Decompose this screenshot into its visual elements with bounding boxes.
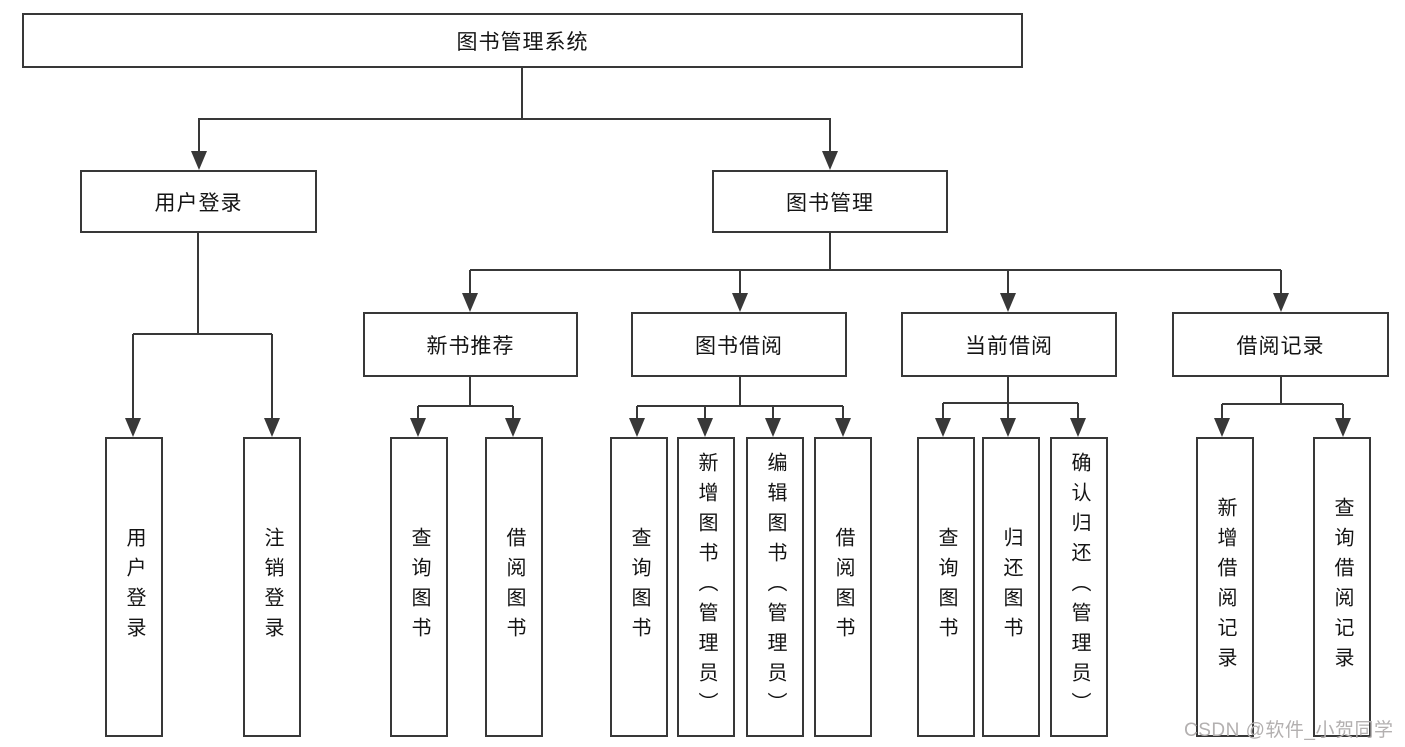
arrowheads	[125, 151, 1351, 437]
node-leaf-edit-book-admin: 编辑图书（管理员）	[746, 437, 804, 737]
node-borrowing-records: 借阅记录	[1172, 312, 1389, 377]
node-leaf-user-login-label: 用户登录	[123, 527, 145, 647]
node-leaf-confirm-return-admin: 确认归还（管理员）	[1050, 437, 1108, 737]
node-leaf-borrow-book-recommend: 借阅图书	[485, 437, 543, 737]
node-new-book-recommend: 新书推荐	[363, 312, 578, 377]
node-leaf-borrow-book-borrowing: 借阅图书	[814, 437, 872, 737]
node-leaf-return-book: 归还图书	[982, 437, 1040, 737]
node-leaf-add-book-admin: 新增图书（管理员）	[677, 437, 735, 737]
node-borrowing-records-label: 借阅记录	[1236, 334, 1325, 358]
node-leaf-return-book-label: 归还图书	[1000, 527, 1022, 647]
node-leaf-borrow-book-borrowing-label: 借阅图书	[832, 527, 854, 647]
node-leaf-logout: 注销登录	[243, 437, 301, 737]
node-leaf-user-login: 用户登录	[105, 437, 163, 737]
node-user-login-label: 用户登录	[154, 191, 243, 215]
node-book-management: 图书管理	[712, 170, 948, 233]
node-leaf-query-book-borrowing: 查询图书	[610, 437, 668, 737]
node-leaf-query-book-recommend: 查询图书	[390, 437, 448, 737]
node-new-book-recommend-label: 新书推荐	[426, 334, 515, 358]
node-leaf-query-book-borrowing-label: 查询图书	[628, 527, 650, 647]
node-root-label: 图书管理系统	[456, 30, 589, 54]
node-leaf-add-book-admin-label: 新增图书（管理员）	[695, 452, 717, 722]
node-leaf-query-book-current-label: 查询图书	[935, 527, 957, 647]
node-current-borrowing-label: 当前借阅	[965, 334, 1053, 358]
node-leaf-query-book-current: 查询图书	[917, 437, 975, 737]
node-leaf-query-borrow-record-label: 查询借阅记录	[1331, 497, 1353, 677]
node-current-borrowing: 当前借阅	[901, 312, 1117, 377]
node-leaf-edit-book-admin-label: 编辑图书（管理员）	[764, 452, 786, 722]
connector-path	[132, 68, 1344, 422]
node-book-borrowing-label: 图书借阅	[695, 334, 783, 358]
csdn-watermark: CSDN @软件_小贺同学	[1184, 720, 1394, 741]
node-leaf-query-borrow-record: 查询借阅记录	[1313, 437, 1371, 737]
node-book-management-label: 图书管理	[786, 191, 874, 215]
node-user-login: 用户登录	[80, 170, 317, 233]
node-root: 图书管理系统	[22, 13, 1023, 68]
node-book-borrowing: 图书借阅	[631, 312, 847, 377]
node-leaf-add-borrow-record: 新增借阅记录	[1196, 437, 1254, 737]
node-leaf-logout-label: 注销登录	[261, 527, 283, 647]
node-leaf-borrow-book-recommend-label: 借阅图书	[503, 527, 525, 647]
node-leaf-add-borrow-record-label: 新增借阅记录	[1214, 497, 1236, 677]
node-leaf-confirm-return-admin-label: 确认归还（管理员）	[1068, 452, 1090, 722]
node-leaf-query-book-recommend-label: 查询图书	[408, 527, 430, 647]
